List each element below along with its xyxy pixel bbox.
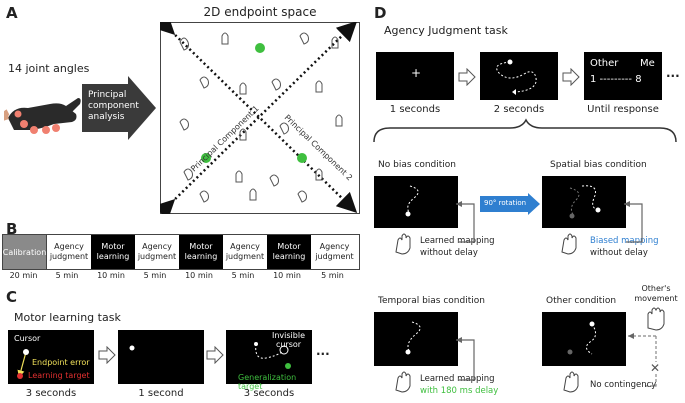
pca-arrow: Principal component analysis <box>82 76 156 140</box>
panel-b-letter: B <box>6 220 18 238</box>
hand-icon-1 <box>395 233 411 255</box>
timeline-durations: 20 min 5 min 10 min 5 min 10 min 5 min 1… <box>2 271 358 280</box>
endpoint-space-title: 2D endpoint space <box>203 5 317 19</box>
others-movement-line1: Other's <box>641 284 671 293</box>
spatial-bias-delay: without delay <box>590 248 648 258</box>
hand-icon-3 <box>395 371 411 393</box>
rating-other: Other <box>590 58 619 69</box>
block-agency-3: Agency judgment <box>223 235 267 269</box>
pc2-label: Principal Component 2 <box>283 113 355 182</box>
motor-screen-2 <box>118 330 204 384</box>
duration-motor-1: 10 min <box>97 271 125 280</box>
rotation-label: 90° rotation <box>484 199 527 207</box>
arrow-c-1 <box>98 346 116 364</box>
pca-line-2: component <box>88 101 139 111</box>
no-bias-connector <box>456 201 475 243</box>
block-agency-1: Agency judgment <box>46 235 91 269</box>
duration-agency-3: 5 min <box>231 271 255 280</box>
no-contingency: No contingency <box>590 380 657 390</box>
agency-screen-2 <box>480 52 558 100</box>
rating-me: Me <box>640 58 655 69</box>
endpoint-space-axes: Principal Component 1 Principal Componen… <box>160 22 358 214</box>
duration-motor-2: 10 min <box>185 271 213 280</box>
motor-screen-1: Cursor Endpoint error Learning target <box>8 330 94 384</box>
motor-time-3: 3 seconds <box>243 388 295 399</box>
no-bias-delay: without delay <box>420 248 478 258</box>
block-calibration: Calibration <box>3 235 46 269</box>
duration-motor-3: 10 min <box>273 271 301 280</box>
block-motor-2: Motor learning <box>179 235 223 269</box>
temporal-bias-connector <box>456 337 475 381</box>
invisible-cursor-line1: Invisible <box>272 331 305 340</box>
joint-angles-label: 14 joint angles <box>8 62 90 75</box>
fixation-cross: + <box>411 66 422 80</box>
others-movement-line2: movement <box>634 294 678 303</box>
duration-agency-2: 5 min <box>143 271 167 280</box>
other-connector: ✕ <box>628 333 660 387</box>
no-bias-title: No bias condition <box>378 160 456 170</box>
no-bias-screen <box>374 176 458 228</box>
motor-time-2: 1 second <box>138 388 184 399</box>
panel-d-letter: D <box>374 4 387 22</box>
rotation-arrow: 90° rotation <box>480 193 540 215</box>
block-motor-1: Motor learning <box>91 235 135 269</box>
spatial-bias-screen <box>542 176 626 228</box>
pca-line-3: analysis <box>88 112 125 122</box>
learning-target-label: Learning target <box>28 371 90 380</box>
invisible-cursor-line2: cursor <box>275 340 302 349</box>
temporal-bias-title: Temporal bias condition <box>378 296 485 306</box>
motor-time-1: 3 seconds <box>25 388 77 399</box>
duration-calibration: 20 min <box>9 271 38 280</box>
svg-text:✕: ✕ <box>650 361 660 375</box>
glove-illustration <box>4 98 81 134</box>
spatial-bias-connector <box>624 201 643 243</box>
arrow-d-2 <box>562 68 580 86</box>
arrow-c-2 <box>206 346 224 364</box>
motor-task-title: Motor learning task <box>14 311 121 324</box>
brace <box>373 118 677 143</box>
panel-c-letter: C <box>6 288 18 306</box>
other-condition-title: Other condition <box>546 296 617 306</box>
hand-icon-2 <box>561 233 577 255</box>
generalization-target-label: Generalization target <box>238 373 297 391</box>
spatial-bias-title: Spatial bias condition <box>550 160 647 170</box>
block-motor-3: Motor learning <box>267 235 311 269</box>
agency-ellipsis: ... <box>666 66 680 80</box>
temporal-bias-screen <box>374 312 458 366</box>
arrow-d-1 <box>458 68 476 86</box>
agency-task-title: Agency Judgment task <box>384 24 508 37</box>
temporal-mapping: Learned mapping <box>420 374 495 384</box>
other-hand-icon <box>647 307 665 331</box>
temporal-delay: with 180 ms delay <box>420 386 499 396</box>
endpoint-error-label: Endpoint error <box>32 358 90 367</box>
protocol-timeline: Calibration Agency judgment Motor learni… <box>2 234 360 270</box>
no-bias-mapping: Learned mapping <box>420 236 495 246</box>
hand-icon-4 <box>563 371 579 393</box>
agency-time-3: Until response <box>587 104 659 115</box>
other-condition-screen <box>542 312 626 366</box>
pc1-label: Principal Component 1 <box>189 104 261 173</box>
biased-mapping: Biased mapping <box>590 236 659 246</box>
cursor-label: Cursor <box>14 334 41 343</box>
motor-ellipsis: ... <box>316 344 330 358</box>
block-agency-4: Agency judgment <box>311 235 358 269</box>
panel-a-letter: A <box>6 4 18 22</box>
agency-time-1: 1 seconds <box>389 104 441 115</box>
agency-screen-3: Other Me 1 --------- 8 <box>584 52 662 100</box>
duration-agency-4: 5 min <box>321 271 344 280</box>
block-agency-2: Agency judgment <box>135 235 179 269</box>
agency-time-2: 2 seconds <box>493 104 545 115</box>
duration-agency-1: 5 min <box>55 271 79 280</box>
rating-scale: 1 --------- 8 <box>590 74 642 85</box>
agency-screen-1: + <box>376 52 454 100</box>
motor-screen-3: Invisible cursor Generalization target <box>226 330 312 391</box>
pca-line-1: Principal <box>88 90 127 100</box>
